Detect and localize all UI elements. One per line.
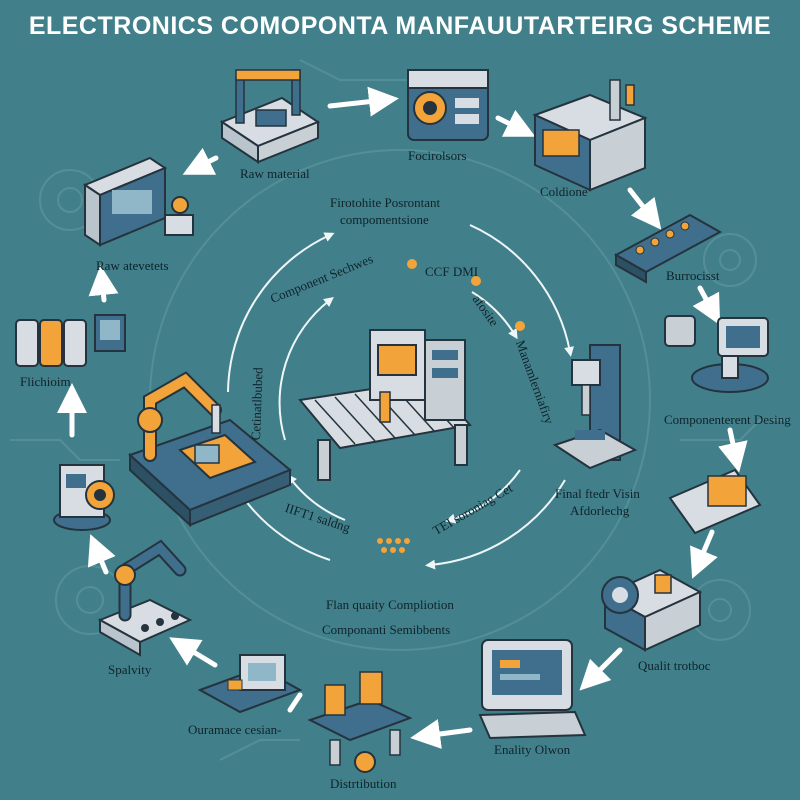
central-production-line-icon — [298, 329, 472, 481]
step-label-enality: Enality Olwon — [494, 742, 571, 757]
assembly-machine-icon — [219, 69, 321, 164]
inner-label-top: Firotohite Posrontant — [330, 195, 441, 210]
step-label-spalvity: Spalvity — [108, 662, 152, 677]
component-tray-icon — [613, 213, 723, 284]
step-label-component-design: Componenterent Desing — [664, 412, 791, 427]
inspection-station-icon — [552, 344, 638, 470]
step-label-coldione: Coldione — [540, 184, 588, 199]
step-label-burrocisst: Burrocisst — [666, 268, 720, 283]
central-robot-welder-icon — [128, 371, 292, 528]
gear-machine-icon — [53, 464, 115, 531]
step-label-qualit: Qualit trotboc — [638, 658, 711, 673]
step-label-distribution: Distrtibution — [330, 776, 397, 791]
control-cabinet-icon — [532, 79, 648, 192]
conveyor-robot-icon — [307, 671, 413, 773]
middle-ring-arrows — [227, 224, 574, 570]
inner-label-right-lower-2: Afdorlechg — [570, 503, 630, 518]
inner-label-left-vertical: Cetinatlbubed — [248, 367, 266, 441]
inner-label-bottom-2: Componanti Semibbents — [322, 622, 451, 637]
robot-camera-icon — [664, 315, 769, 393]
inner-label-ccf: CCF DMI — [425, 264, 479, 279]
step-label-ouramace: Ouramace cesian- — [188, 722, 282, 737]
inner-ring-arrows — [278, 291, 521, 524]
inner-label-bottom: Flan quaity Compliotion — [326, 597, 454, 612]
inner-label-top-2: compomentsione — [340, 212, 429, 227]
battery-cells-icon — [15, 314, 126, 367]
inspection-machine-icon — [601, 568, 703, 652]
inner-label-right-lower: Final ftedr Visin — [555, 486, 640, 501]
step-label-raw-atevetets: Raw atevetets — [96, 258, 169, 273]
step-label-flichioim: Flichioim — [20, 374, 71, 389]
tablet-device-icon — [668, 468, 762, 535]
step-label-raw-material: Raw material — [240, 166, 310, 181]
camera-unit-icon — [407, 69, 489, 141]
outer-cycle-arrows — [57, 86, 748, 749]
page-title: ELECTRONICS COMOPONTA MANFAUUTARTEIRG SC… — [28, 12, 772, 40]
workstation-icon — [197, 654, 303, 714]
orange-marker-dots — [377, 259, 525, 553]
step-label-focirolsors: Focirolsors — [408, 148, 467, 163]
control-panel-icon — [82, 156, 194, 247]
robotic-arm-icon — [97, 539, 193, 657]
computer-terminal-icon — [478, 639, 587, 740]
